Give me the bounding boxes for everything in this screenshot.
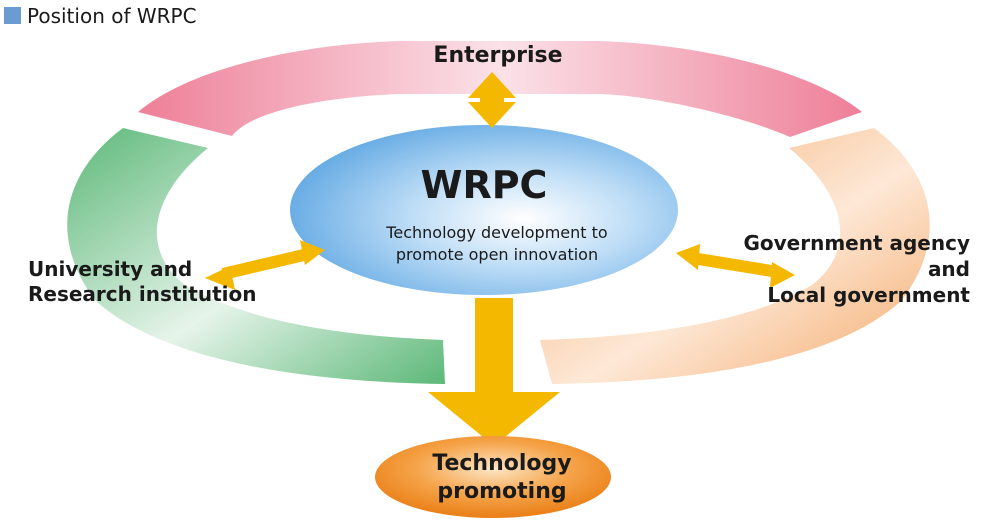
enterprise-label: Enterprise: [433, 43, 562, 68]
university-ring-segment: [67, 128, 445, 384]
wrpc-description-line-2: promote open innovation: [396, 245, 598, 264]
enterprise-wrpc-double-arrow-icon: [468, 72, 516, 128]
wrpc-description-line-1: Technology development to: [385, 223, 607, 242]
university-wrpc-double-arrow-icon: [205, 240, 325, 290]
technology-promoting-ellipse: [375, 436, 611, 518]
government-label-line-2: and: [928, 257, 970, 281]
promoting-down-arrow-icon: [428, 298, 560, 446]
government-wrpc-double-arrow-icon: [676, 244, 795, 288]
government-label-line-3: Local government: [767, 283, 970, 307]
wrpc-center-ellipse: [290, 125, 678, 295]
diagram-title: Position of WRPC: [27, 4, 197, 28]
legend-square: [4, 7, 21, 24]
technology-promoting-line-2: promoting: [437, 479, 566, 504]
technology-promoting-line-1: Technology: [432, 451, 571, 476]
university-label-line-1: University and: [28, 257, 192, 281]
wrpc-center-label: WRPC: [421, 163, 548, 207]
university-label-line-2: Research institution: [28, 282, 256, 306]
government-ring-segment: [540, 128, 930, 384]
government-label-line-1: Government agency: [743, 231, 970, 255]
